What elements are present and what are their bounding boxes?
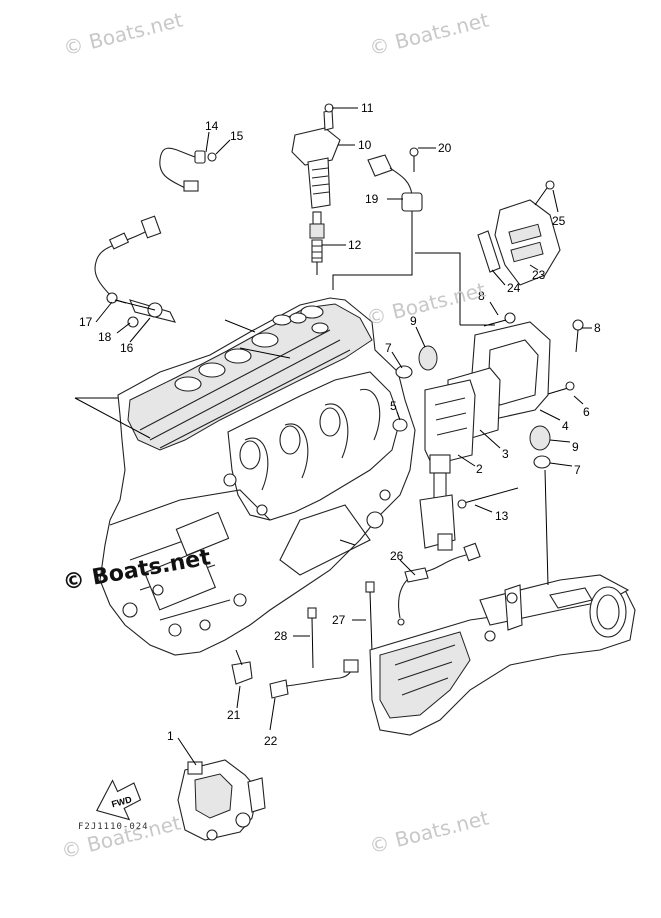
fwd-arrow-icon: FWD <box>95 779 142 821</box>
callout-16: 16 <box>120 341 134 355</box>
callout-14: 14 <box>205 119 219 133</box>
callout-15: 15 <box>230 129 244 143</box>
callout-7: 7 <box>385 341 392 355</box>
long-bolt-head <box>457 499 467 509</box>
sensor-21-22-drawing <box>231 649 359 699</box>
sensor-19-drawing <box>367 147 423 212</box>
callout-24: 24 <box>507 281 521 295</box>
callout-19: 19 <box>365 192 379 206</box>
callout-25: 25 <box>552 214 566 228</box>
oxygen-sensor-drawing <box>94 147 217 328</box>
intake-manifold-drawing <box>339 469 636 736</box>
callout-22: 22 <box>264 734 278 748</box>
callout-18: 18 <box>98 330 112 344</box>
callout-7b: 7 <box>574 463 581 477</box>
callout-13: 13 <box>495 509 509 523</box>
callout-6: 6 <box>583 405 590 419</box>
bolt-drawing <box>483 312 584 353</box>
callout-26: 26 <box>390 549 404 563</box>
grommet-drawing <box>392 345 575 469</box>
drawing-code: F2J1110-024 <box>78 822 149 832</box>
long-bolt-drawing <box>463 487 519 504</box>
callouts: 11 10 14 15 20 19 25 12 23 24 8 8 <box>79 101 601 766</box>
callout-8b: 8 <box>594 321 601 335</box>
reference-line <box>74 210 413 439</box>
cable-tie-drawing <box>307 581 375 669</box>
callout-28: 28 <box>274 629 288 643</box>
callout-4: 4 <box>562 419 569 433</box>
callout-1: 1 <box>167 729 174 743</box>
callout-9b: 9 <box>572 440 579 454</box>
spark-plug-drawing <box>309 211 325 275</box>
callout-17: 17 <box>79 315 93 329</box>
callout-21: 21 <box>227 708 241 722</box>
component-1-drawing <box>177 759 266 841</box>
callout-27: 27 <box>332 613 346 627</box>
callout-23: 23 <box>532 268 546 282</box>
callout-5: 5 <box>390 399 397 413</box>
callout-12: 12 <box>348 238 362 252</box>
bracket-drawing <box>419 321 551 551</box>
manifold-block-drawing <box>477 180 561 286</box>
callout-11: 11 <box>361 101 374 115</box>
ignition-coil-drawing <box>291 103 341 209</box>
engine-block-drawing <box>99 297 416 656</box>
callout-9: 9 <box>410 314 417 328</box>
callout-10: 10 <box>358 138 372 152</box>
callout-20: 20 <box>438 141 452 155</box>
sensor-26-drawing <box>397 542 481 626</box>
callout-2: 2 <box>476 462 483 476</box>
callout-8: 8 <box>478 289 485 303</box>
callout-3: 3 <box>502 447 509 461</box>
